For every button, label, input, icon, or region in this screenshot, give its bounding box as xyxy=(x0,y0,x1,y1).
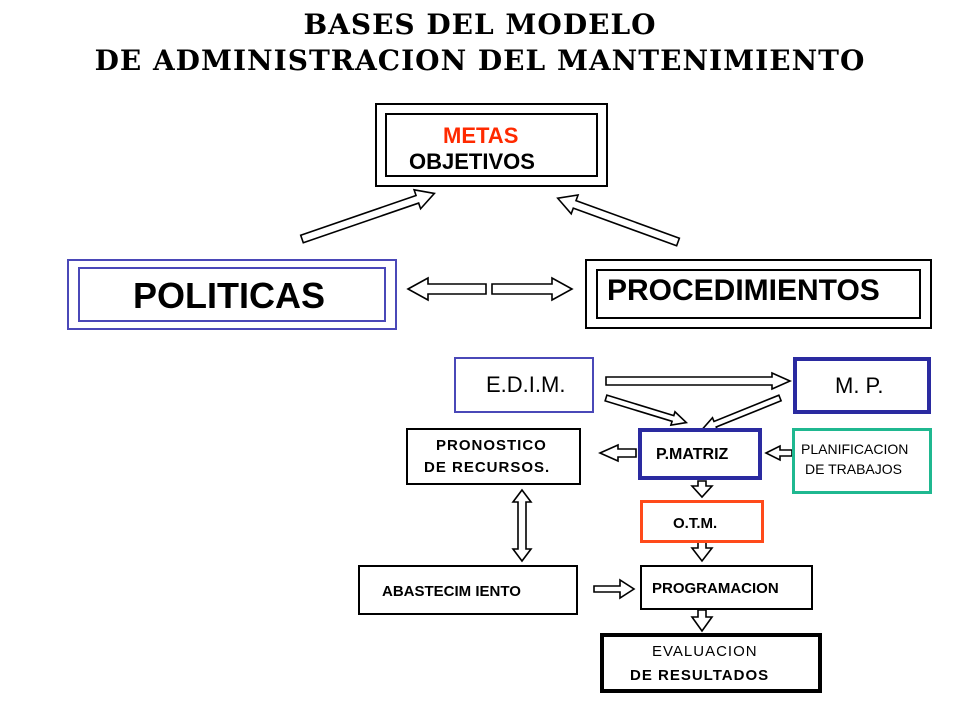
pmatriz-box: P.MATRIZ xyxy=(638,428,762,480)
metas-objetivos-box: METAS OBJETIVOS xyxy=(375,103,608,187)
arrow-pmatriz-to-otm xyxy=(690,480,714,499)
pmatriz-label: P.MATRIZ xyxy=(656,446,729,463)
arrow-to-procedimientos xyxy=(491,276,574,302)
arrow-politicas-to-metas xyxy=(299,188,436,244)
title-line-1: BASES DEL MODELO xyxy=(303,8,657,41)
arrow-pmatriz-to-pronostico xyxy=(598,443,637,463)
otm-box: O.T.M. xyxy=(640,500,764,543)
arrow-edim-to-pmatriz xyxy=(604,394,689,427)
procedimientos-box: PROCEDIMIENTOS xyxy=(585,259,932,329)
pronostico-label-2: DE RECURSOS. xyxy=(424,459,551,476)
arrow-planificacion-to-pmatriz xyxy=(764,444,793,462)
title-line-2: DE ADMINISTRACION DEL MANTENIMIENTO xyxy=(94,44,866,77)
arrow-mp-to-pmatriz xyxy=(700,394,783,432)
evaluacion-label-2: DE RESULTADOS xyxy=(630,667,770,684)
otm-label: O.T.M. xyxy=(673,515,718,532)
arrow-pronostico-abastecimiento xyxy=(511,488,533,563)
arrow-otm-to-programacion xyxy=(690,541,714,563)
programacion-label: PROGRAMACION xyxy=(652,580,779,597)
edim-box: E.D.I.M. xyxy=(454,357,594,413)
planificacion-label-2: DE TRABAJOS xyxy=(805,461,902,477)
arrow-to-politicas xyxy=(406,276,487,302)
planificacion-label-1: PLANIFICACION xyxy=(801,441,909,457)
politicas-box: POLITICAS xyxy=(67,259,397,330)
arrow-programacion-to-evaluacion xyxy=(690,609,714,633)
abastecimiento-box: ABASTECIM IENTO xyxy=(358,565,578,615)
arrow-abastecimiento-to-programacion xyxy=(593,578,636,600)
arrow-procedimientos-to-metas xyxy=(556,193,681,247)
arrow-edim-to-mp xyxy=(605,371,792,391)
politicas-label: POLITICAS xyxy=(133,275,326,316)
evaluacion-box: EVALUACION DE RESULTADOS xyxy=(600,633,822,693)
objetivos-label: OBJETIVOS xyxy=(409,149,535,174)
programacion-box: PROGRAMACION xyxy=(640,565,813,610)
pronostico-box: PRONOSTICO DE RECURSOS. xyxy=(406,428,581,485)
abastecimiento-label: ABASTECIM IENTO xyxy=(382,583,521,600)
pronostico-label-1: PRONOSTICO xyxy=(436,437,547,454)
mp-box: M. P. xyxy=(793,357,931,414)
metas-label: METAS xyxy=(443,123,519,148)
evaluacion-label-1: EVALUACION xyxy=(652,643,758,660)
mp-label: M. P. xyxy=(835,373,884,398)
edim-label: E.D.I.M. xyxy=(486,372,566,397)
planificacion-box: PLANIFICACION DE TRABAJOS xyxy=(792,428,932,494)
procedimientos-label: PROCEDIMIENTOS xyxy=(607,274,880,307)
